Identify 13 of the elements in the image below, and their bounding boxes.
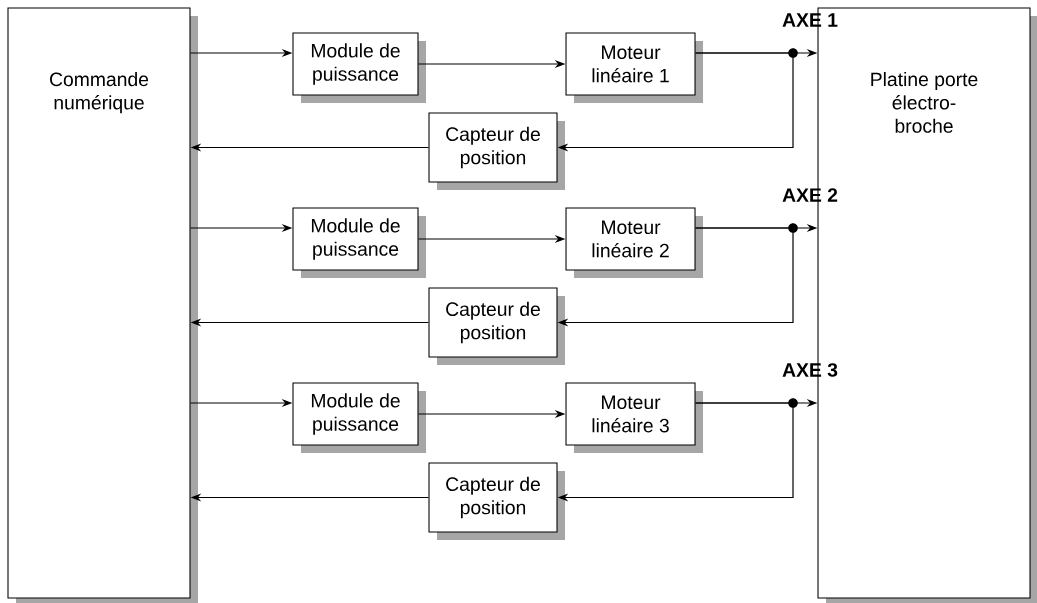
process-box: Moteur linéaire 2 — [565, 207, 703, 278]
axis-label: AXE 1 — [782, 13, 838, 27]
process-box: Capteur de position — [428, 112, 565, 190]
process-box: Capteur de position — [428, 462, 565, 540]
process-box: Module de puissance — [292, 32, 426, 103]
process-box: Module de puissance — [292, 382, 426, 453]
process-box: Capteur de position — [428, 287, 565, 365]
process-box: Moteur linéaire 3 — [565, 382, 703, 453]
process-box: Moteur linéaire 1 — [565, 32, 703, 103]
axis-label: AXE 2 — [782, 188, 838, 202]
axis-label: AXE 3 — [782, 363, 838, 377]
process-box: Module de puissance — [292, 207, 426, 278]
block-box: Commande numérique — [7, 7, 198, 603]
